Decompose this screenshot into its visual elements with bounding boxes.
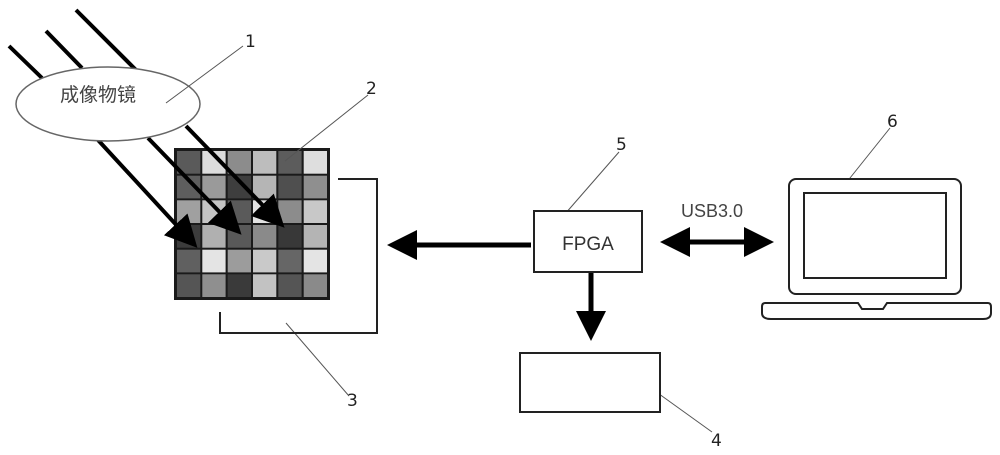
callout-1: 1 (245, 32, 256, 52)
lens-label: 成像物镜 (60, 84, 136, 106)
callouts: 1 2 3 5 4 6 (165, 32, 898, 451)
sensor-pixel (202, 225, 226, 248)
sensor-pixel (202, 175, 226, 199)
sensor-pixel (278, 225, 302, 248)
fpga-box (533, 210, 643, 273)
light-ray-1-lower (96, 138, 198, 248)
light-ray-1-upper (7, 44, 44, 80)
sensor-pixel (253, 249, 277, 273)
sensor-pixel (177, 200, 201, 223)
sensor-pixel (253, 225, 277, 248)
sensor-pixel (227, 225, 251, 248)
callout-4: 4 (711, 431, 722, 451)
callout-5: 5 (616, 135, 627, 155)
image-sensor (174, 148, 330, 300)
leader-1 (165, 45, 244, 104)
sensor-pixel (253, 151, 277, 174)
fpga-label: FPGA (562, 234, 614, 255)
sensor-pixel (303, 200, 327, 223)
sensor-pixel (303, 249, 327, 273)
sensor-pixel (177, 274, 201, 297)
laptop-screen (803, 192, 947, 279)
sensor-pixel (278, 175, 302, 199)
storage-box (519, 352, 661, 413)
sensor-pixel (227, 200, 251, 223)
sensor-pixel (202, 274, 226, 297)
leader-3 (285, 322, 350, 397)
light-rays (7, 8, 138, 80)
sensor-grid-cells (177, 151, 327, 297)
sensor-pixel (177, 249, 201, 273)
light-ray-2-lower (146, 136, 242, 235)
light-ray-2-upper (44, 29, 84, 70)
light-ray-3-upper (74, 8, 138, 72)
sensor-pixel (278, 151, 302, 174)
sensor-board-bracket (219, 178, 378, 334)
sensor-pixel (253, 200, 277, 223)
sensor-pixel (253, 175, 277, 199)
sensor-pixel (227, 175, 251, 199)
sensor-pixel (303, 175, 327, 199)
sensor-pixel (177, 175, 201, 199)
callout-6: 6 (887, 112, 898, 132)
callout-2: 2 (366, 79, 377, 99)
sensor-pixel (278, 249, 302, 273)
callout-3: 3 (347, 391, 358, 411)
sensor-pixel (227, 274, 251, 297)
sensor-pixel (278, 200, 302, 223)
lens-ellipse (15, 66, 201, 142)
sensor-pixel (253, 274, 277, 297)
sensor-pixel (202, 249, 226, 273)
sensor-pixel (303, 151, 327, 174)
usb-label: USB3.0 (681, 201, 743, 221)
imaging-lens: 成像物镜 (15, 66, 201, 142)
fpga-block: FPGA (533, 210, 643, 273)
sensor-pixel (303, 274, 327, 297)
light-rays-lower (96, 124, 285, 248)
sensor-pixel (227, 151, 251, 174)
light-ray-3-lower (184, 124, 285, 228)
sensor-pixel (202, 151, 226, 174)
sensor-pixel (278, 274, 302, 297)
laptop-base (761, 302, 992, 320)
laptop-computer (761, 178, 992, 320)
sensor-pixel (227, 249, 251, 273)
sensor-pixel (177, 151, 201, 174)
sensor-pixel (303, 225, 327, 248)
leader-2 (284, 94, 369, 162)
